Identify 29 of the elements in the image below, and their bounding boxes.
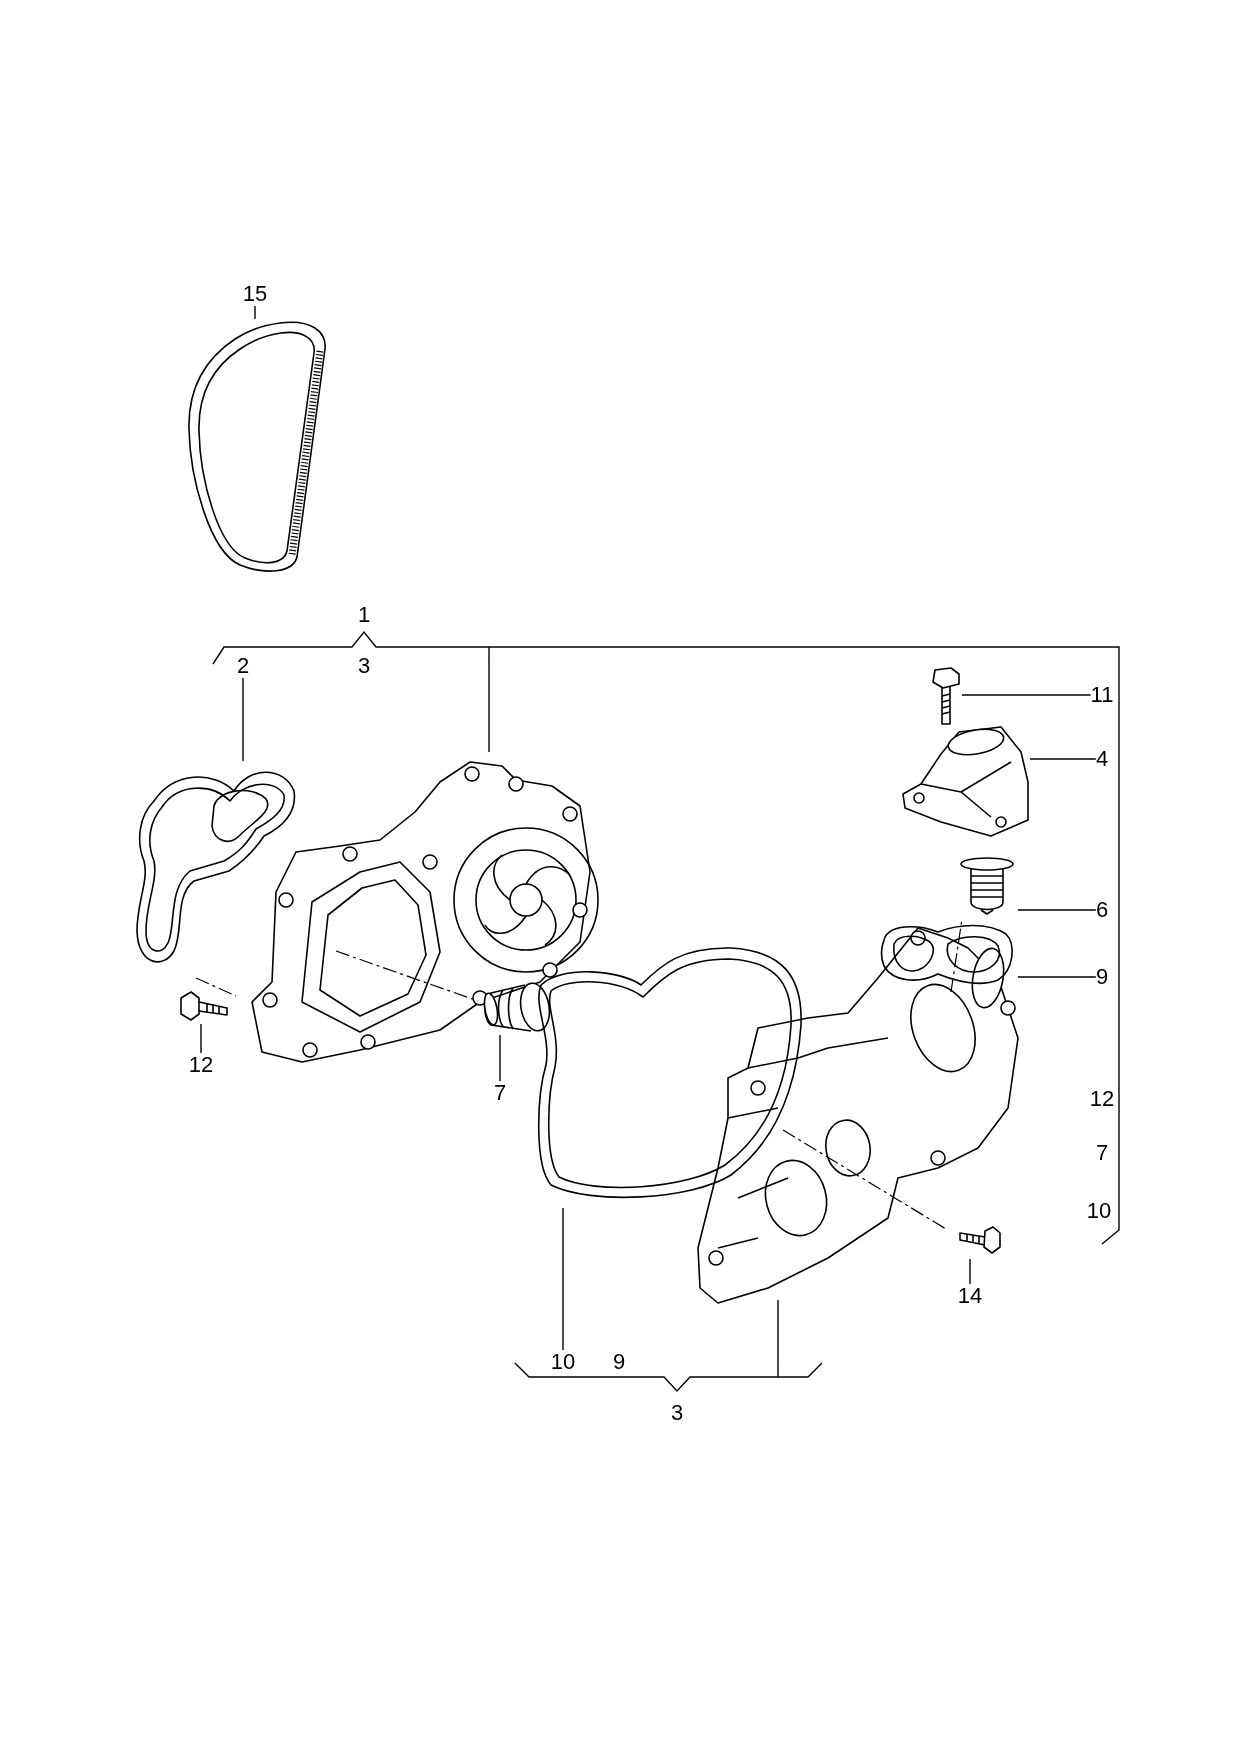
callout-number: 2 <box>236 654 250 678</box>
bolt-drawing <box>929 666 962 727</box>
leader-line <box>1017 976 1097 978</box>
leader-line <box>961 694 1092 696</box>
callout-number: 9 <box>612 1350 626 1374</box>
callout-number: 3 <box>670 1401 684 1425</box>
leader-line <box>1029 758 1097 760</box>
callout-number: 15 <box>242 282 268 306</box>
callout-number: 7 <box>493 1081 507 1105</box>
callout-number: 11 <box>1090 683 1114 707</box>
callout-number: 3 <box>357 654 371 678</box>
callout-number: 12 <box>188 1053 214 1077</box>
callout-number: 10 <box>1086 1199 1112 1223</box>
leader-line <box>499 1034 501 1082</box>
callout-number: 10 <box>550 1350 576 1374</box>
callout-number: 12 <box>1089 1087 1115 1111</box>
leader-line <box>1017 909 1097 911</box>
callout-number: 4 <box>1095 747 1109 771</box>
callout-number: 6 <box>1095 898 1109 922</box>
leader-line <box>254 305 256 320</box>
callout-number: 14 <box>957 1284 983 1308</box>
callout-number: 1 <box>357 603 371 627</box>
callout-number: 9 <box>1095 965 1109 989</box>
callout-number: 7 <box>1095 1141 1109 1165</box>
leader-line <box>969 1258 971 1285</box>
bolt-drawing <box>179 990 230 1024</box>
leader-line <box>562 1207 564 1351</box>
leader-line <box>242 677 244 762</box>
leader-line <box>200 1023 202 1054</box>
